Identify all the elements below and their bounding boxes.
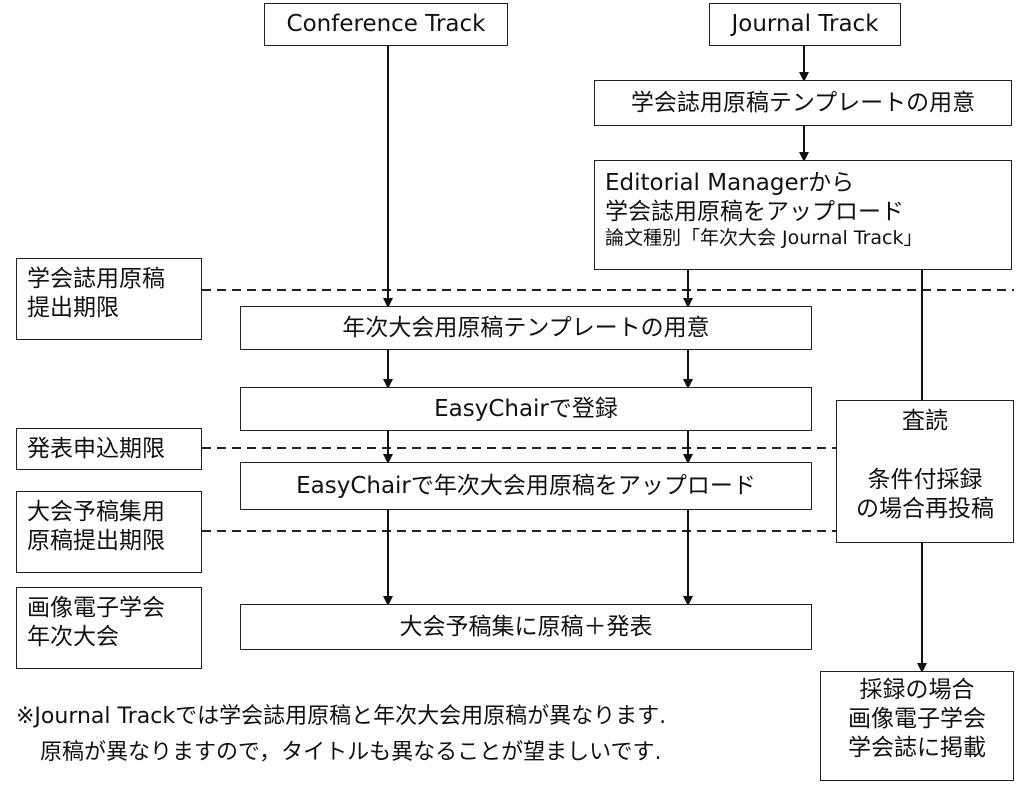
review-box: 査読 条件付採録 の場合再投稿	[836, 400, 1014, 543]
upload-box: EasyChairで年次大会用原稿をアップロード	[240, 462, 812, 510]
present-label: 大会予稿集に原稿＋発表	[399, 613, 653, 640]
journal-deadline-box: 学会誌用原稿 提出期限	[16, 258, 202, 340]
conference-event-line1: 画像電子学会	[27, 595, 165, 621]
apply-deadline-label: 発表申込期限	[27, 435, 165, 462]
center-template-label: 年次大会用原稿テンプレートの用意	[342, 314, 710, 341]
footnote-line2: 原稿が異なりますので，タイトルも異なることが望ましいです.	[40, 740, 662, 765]
conference-event-box: 画像電子学会 年次大会	[16, 587, 202, 669]
register-label: EasyChairで登録	[434, 395, 618, 422]
accept-box: 採録の場合 画像電子学会 学会誌に掲載	[820, 671, 1014, 781]
proc-deadline-box: 大会予稿集用 原稿提出期限	[16, 491, 202, 573]
journal-upload-line2: 学会誌用原稿をアップロード	[605, 198, 904, 225]
footnote-line1: ※Journal Trackでは学会誌用原稿と年次大会用原稿が異なります.	[16, 704, 667, 729]
journal-upload-line1: Editorial Managerから	[605, 170, 855, 196]
review-line3: の場合再投稿	[856, 495, 994, 522]
journal-upload-box: Editorial Managerから 学会誌用原稿をアップロード 論文種別「年…	[594, 160, 1012, 270]
proc-deadline-line2: 原稿提出期限	[27, 527, 165, 554]
conference-track-label: Conference Track	[286, 11, 486, 38]
accept-line1: 採録の場合	[859, 677, 975, 703]
register-box: EasyChairで登録	[240, 387, 812, 431]
journal-upload-line3: 論文種別「年次大会 Journal Track」	[605, 226, 923, 249]
accept-line3: 学会誌に掲載	[848, 734, 986, 761]
conference-track-box: Conference Track	[264, 3, 508, 46]
upload-label: EasyChairで年次大会用原稿をアップロード	[296, 472, 756, 499]
review-line1: 査読	[902, 408, 948, 434]
journal-template-label: 学会誌用原稿テンプレートの用意	[630, 89, 976, 116]
apply-deadline-box: 発表申込期限	[16, 428, 202, 470]
center-template-box: 年次大会用原稿テンプレートの用意	[240, 306, 812, 350]
journal-track-label: Journal Track	[731, 11, 879, 38]
present-box: 大会予稿集に原稿＋発表	[240, 604, 812, 650]
journal-template-box: 学会誌用原稿テンプレートの用意	[594, 80, 1012, 126]
review-line2: 条件付採録	[867, 466, 983, 493]
journal-deadline-line2: 提出期限	[27, 294, 119, 321]
journal-track-box: Journal Track	[709, 3, 901, 46]
journal-deadline-line1: 学会誌用原稿	[27, 266, 165, 292]
proc-deadline-line1: 大会予稿集用	[27, 499, 165, 525]
conference-event-line2: 年次大会	[27, 623, 119, 650]
accept-line2: 画像電子学会	[848, 705, 986, 732]
